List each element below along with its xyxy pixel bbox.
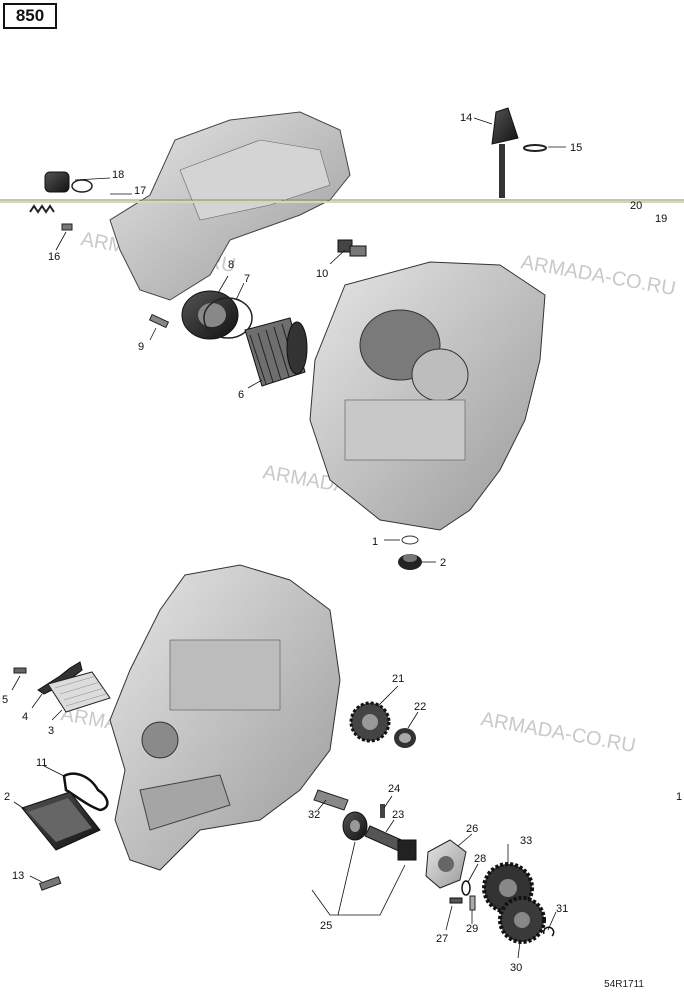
- clip-31: [542, 926, 555, 937]
- pin-24: [380, 804, 385, 818]
- rotor-25: [342, 811, 417, 861]
- callout-7: 7: [244, 273, 250, 285]
- callout-6: 6: [238, 389, 244, 401]
- callout-1-edge: 1: [676, 791, 682, 803]
- gear-30: [498, 896, 546, 944]
- callout-19: 19: [655, 213, 667, 225]
- callout-14: 14: [460, 112, 472, 124]
- callout-25: 25: [320, 920, 332, 932]
- dipstick: [491, 107, 519, 198]
- spring-16: [29, 204, 73, 231]
- callout-1: 1: [372, 536, 378, 548]
- callout-3: 3: [48, 725, 54, 737]
- callout-11: 11: [36, 757, 47, 769]
- pin-29: [469, 895, 476, 911]
- plug-10: [337, 239, 367, 257]
- screw-5: [13, 667, 27, 674]
- screw-13: [38, 876, 62, 891]
- bearing-22: [394, 728, 416, 748]
- seal-2: [398, 554, 422, 570]
- upper-crankcase: [309, 261, 546, 531]
- o-ring-15: [523, 144, 547, 152]
- callout-10: 10: [316, 268, 328, 280]
- o-ring-1: [401, 535, 419, 545]
- callout-4: 4: [22, 711, 28, 723]
- callout-17: 17: [134, 185, 146, 197]
- model-label: 850: [3, 3, 57, 29]
- callout-32: 32: [308, 809, 320, 821]
- callout-5: 5: [2, 694, 8, 706]
- ring-28: [461, 880, 471, 896]
- callout-18: 18: [112, 169, 124, 181]
- plug-18: [44, 171, 93, 193]
- callout-8: 8: [228, 259, 234, 271]
- callout-16: 16: [48, 251, 60, 263]
- callout-33: 33: [520, 835, 532, 847]
- oil-filter: [244, 317, 308, 387]
- callout-24: 24: [388, 783, 400, 795]
- shaft-32: [313, 789, 349, 811]
- callout-21: 21: [392, 673, 404, 685]
- leader-lines: [11, 117, 566, 959]
- oil-filter-cover: [181, 290, 253, 340]
- callout-29: 29: [466, 923, 478, 935]
- watermark-1: ARMADA-CO.RU: [519, 251, 677, 300]
- screw-27: [449, 897, 463, 904]
- lower-crankcase: [109, 564, 341, 871]
- pump-cover-26: [425, 839, 467, 889]
- callout-30: 30: [510, 962, 522, 974]
- callout-13: 13: [12, 870, 24, 882]
- callout-27: 27: [436, 933, 448, 945]
- callout-22: 22: [414, 701, 426, 713]
- callout-2-upper: 2: [440, 557, 446, 569]
- callout-28: 28: [474, 853, 486, 865]
- oil-cooler: [21, 791, 101, 851]
- callout-2-lower: 2: [4, 791, 10, 803]
- gasket-11: [62, 772, 109, 812]
- screw-9: [148, 313, 170, 329]
- callout-15: 15: [570, 142, 582, 154]
- oil-screen-3: [47, 671, 111, 713]
- callout-9: 9: [138, 341, 144, 353]
- gear-21: [349, 701, 391, 743]
- callout-23: 23: [392, 809, 404, 821]
- watermark-3: ARMADA-CO.RU: [479, 708, 637, 757]
- reference-code: 54R1711: [604, 979, 644, 990]
- callout-26: 26: [466, 823, 478, 835]
- callout-20: 20: [630, 200, 642, 212]
- callout-31: 31: [556, 903, 568, 915]
